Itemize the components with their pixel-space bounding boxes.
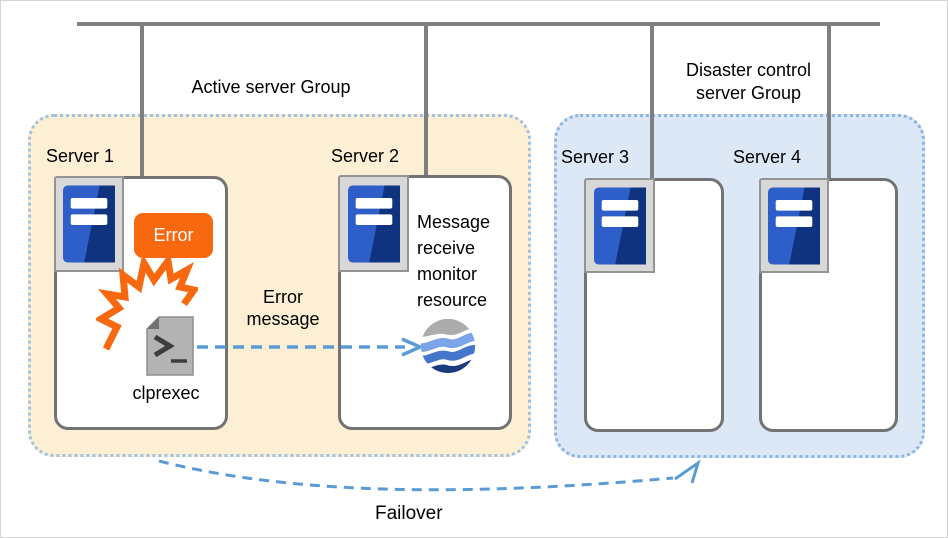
clprexec-label: clprexec <box>132 383 200 403</box>
monitor-resource-globe-icon <box>420 318 476 374</box>
monitor-resource-label: Message receive monitor resource <box>417 212 491 310</box>
server4-icon-tray <box>759 178 829 273</box>
server3-label: Server 3 <box>561 147 630 167</box>
clprexec-script-file-icon <box>146 316 194 376</box>
server-icon <box>63 185 115 263</box>
server1-label: Server 1 <box>46 146 115 166</box>
failover-label: Failover <box>375 503 443 524</box>
server3-icon-tray <box>584 178 655 273</box>
error-message-label: Error message <box>246 287 320 329</box>
server1-drop-line <box>140 22 144 177</box>
server2-drop-line <box>424 22 428 176</box>
network-bus-line <box>77 22 880 26</box>
server2-icon-tray <box>338 175 409 272</box>
server4-label: Server 4 <box>733 147 802 167</box>
error-burst-icon <box>96 258 198 351</box>
error-message-arrow <box>197 337 425 357</box>
server-icon <box>593 186 646 265</box>
server-icon <box>347 184 400 263</box>
server1-icon-tray <box>54 176 124 272</box>
error-badge: Error <box>134 213 213 258</box>
failover-arrow <box>158 459 701 492</box>
server4-drop-line <box>827 22 831 179</box>
active-group-label: Active server Group <box>191 77 351 97</box>
server-icon <box>768 186 820 265</box>
server3-drop-line <box>650 22 654 179</box>
server2-label: Server 2 <box>331 146 400 166</box>
disaster-group-label: Disaster control server Group <box>685 60 812 103</box>
